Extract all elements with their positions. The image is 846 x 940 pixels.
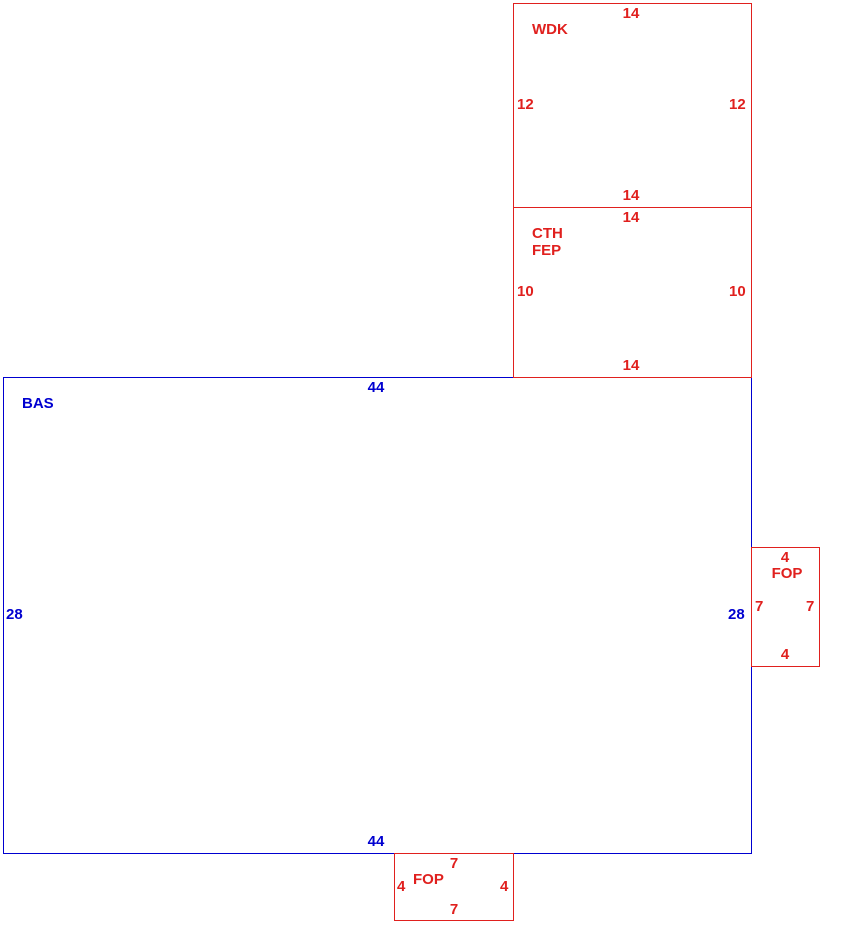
area-cth-fep-right-dimension: 10 xyxy=(729,283,746,300)
area-wdk-left-dimension: 12 xyxy=(517,96,534,113)
area-fop-bottom-outline xyxy=(394,853,514,921)
area-fop-bottom-bottom-dimension: 7 xyxy=(449,901,459,918)
area-wdk-bottom-dimension: 14 xyxy=(622,187,640,204)
area-wdk-top-dimension: 14 xyxy=(622,5,640,22)
area-fop-right-left-dimension: 7 xyxy=(755,598,764,615)
area-cth-fep-codes: CTH FEP xyxy=(532,225,563,259)
area-fop-right-bottom-dimension: 4 xyxy=(780,646,790,663)
area-wdk-code: WDK xyxy=(532,21,568,38)
area-fop-bottom-top-dimension: 7 xyxy=(449,855,459,872)
area-cth-fep-bottom-dimension: 14 xyxy=(622,357,640,374)
area-bas-right-dimension: 28 xyxy=(728,606,745,623)
area-cth-fep-left-dimension: 10 xyxy=(517,283,534,300)
area-fop-right-outline xyxy=(751,547,820,667)
area-bas-top-dimension: 44 xyxy=(367,379,385,396)
area-fop-right-right-dimension: 7 xyxy=(806,598,815,615)
area-wdk-right-dimension: 12 xyxy=(729,96,746,113)
area-cth-code: CTH xyxy=(532,225,563,242)
area-fep-code: FEP xyxy=(532,242,562,259)
area-fop-right-top-dimension: 4 xyxy=(780,549,790,566)
area-fop-bottom-left-dimension: 4 xyxy=(397,878,406,895)
area-bas-bottom-dimension: 44 xyxy=(367,833,385,850)
area-cth-fep-top-dimension: 14 xyxy=(622,209,640,226)
area-cth-fep-outline xyxy=(513,207,752,378)
area-bas-code: BAS xyxy=(22,395,54,412)
area-bas-left-dimension: 28 xyxy=(6,606,23,623)
area-bas-outline xyxy=(3,377,752,854)
area-fop-right-code: FOP xyxy=(771,565,803,582)
area-fop-bottom-code: FOP xyxy=(413,871,444,888)
area-fop-bottom-right-dimension: 4 xyxy=(500,878,509,895)
